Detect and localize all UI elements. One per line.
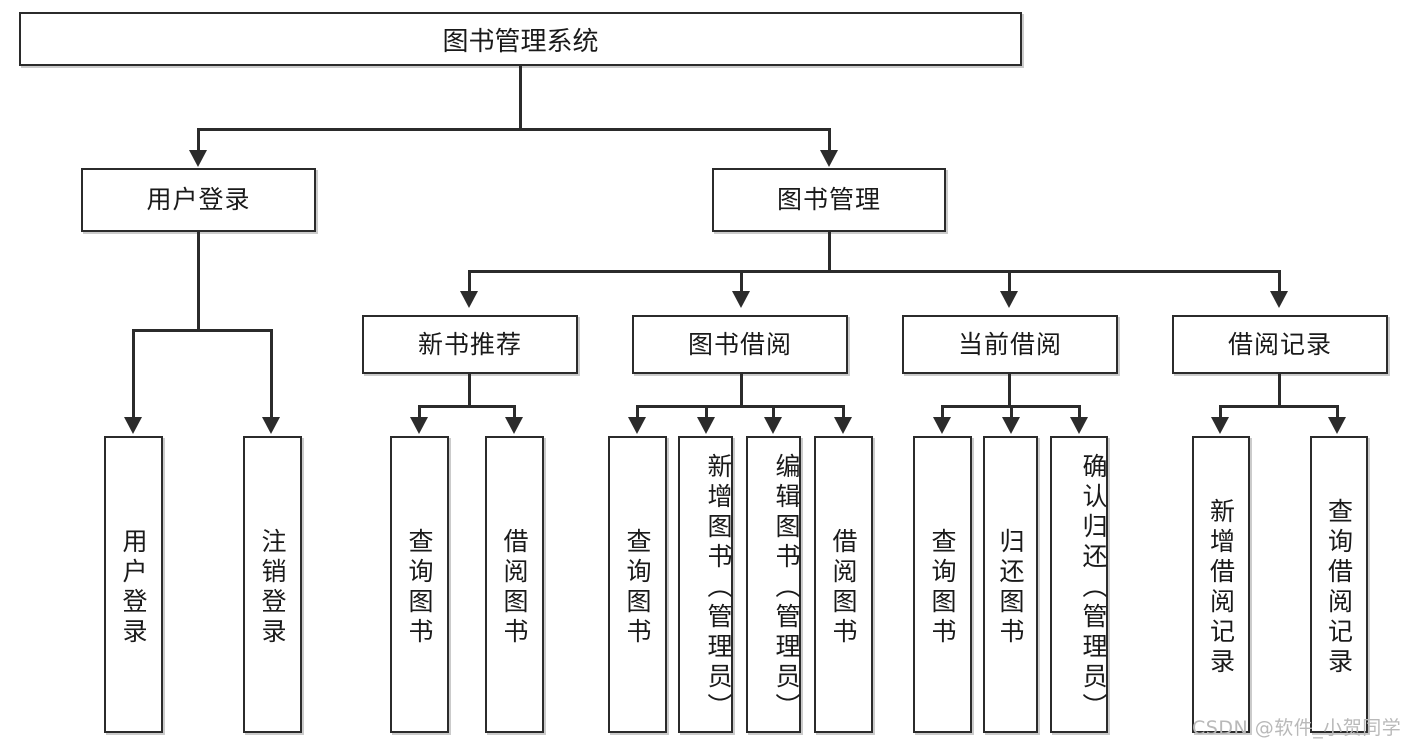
leaf-new-book-query[interactable]: 查询图书: [390, 436, 449, 733]
node-label: 确认归还（管理员）: [1079, 452, 1108, 723]
arrow-current-borrow-leaf3: [1070, 417, 1088, 434]
node-label: 新增借阅记录: [1206, 497, 1236, 678]
node-label: 当前借阅: [957, 329, 1062, 359]
node-label: 查询图书: [405, 527, 434, 648]
edge-new-book-leaf2: [513, 405, 516, 419]
edge-borrow-record-leaf1: [1219, 405, 1222, 419]
edge-book-borrow-leaf4: [842, 405, 845, 419]
arrow-current-borrow-leaf2: [1002, 417, 1020, 434]
edge-to-book-borrow: [740, 270, 743, 293]
leaf-borrow-record-add[interactable]: 新增借阅记录: [1192, 436, 1250, 733]
edge-to-new-book: [468, 270, 471, 293]
node-label: 查询图书: [928, 527, 957, 648]
leaf-current-borrow-query[interactable]: 查询图书: [913, 436, 972, 733]
arrow-to-current-borrow: [1000, 291, 1018, 308]
edge-borrow-record-leaf2: [1336, 405, 1339, 419]
arrow-book-borrow-leaf3: [764, 417, 782, 434]
edge-user-login-leaf2: [270, 329, 273, 419]
node-label: 用户登录: [119, 527, 148, 648]
node-label: 借阅图书: [500, 527, 529, 648]
edge-to-user-login: [197, 128, 200, 153]
node-book-management[interactable]: 图书管理: [712, 168, 946, 232]
edge-book-borrow-leaf1: [636, 405, 639, 419]
node-current-borrow[interactable]: 当前借阅: [902, 315, 1118, 374]
node-label: 借阅记录: [1227, 329, 1332, 359]
leaf-current-borrow-return[interactable]: 归还图书: [983, 436, 1038, 733]
arrow-current-borrow-leaf1: [933, 417, 951, 434]
leaf-book-borrow-borrow[interactable]: 借阅图书: [814, 436, 873, 733]
edge-level3-bar: [468, 270, 1280, 273]
edge-new-book-leaf1: [418, 405, 421, 419]
edge-current-borrow-down: [1008, 374, 1011, 407]
edge-borrow-record-down: [1278, 374, 1281, 407]
leaf-current-borrow-confirm[interactable]: 确认归还（管理员）: [1050, 436, 1108, 733]
node-label: 图书借阅: [687, 329, 792, 359]
edge-level2-bar: [197, 128, 831, 131]
node-label: 新书推荐: [417, 329, 522, 359]
edge-to-book-mgmt: [828, 128, 831, 153]
leaf-book-borrow-add[interactable]: 新增图书（管理员）: [678, 436, 733, 733]
node-user-login[interactable]: 用户登录: [81, 168, 316, 232]
arrow-user-login-leaf1: [124, 417, 142, 434]
leaf-book-borrow-query[interactable]: 查询图书: [608, 436, 667, 733]
arrow-book-borrow-leaf4: [834, 417, 852, 434]
edge-book-borrow-down: [740, 374, 743, 407]
edge-current-borrow-leaf1: [941, 405, 944, 419]
watermark-text: CSDN @软件_小贺同学: [1192, 717, 1402, 739]
arrow-to-book-borrow: [732, 291, 750, 308]
edge-to-current-borrow: [1008, 270, 1011, 293]
edge-root-down: [519, 66, 522, 130]
leaf-new-book-borrow[interactable]: 借阅图书: [485, 436, 544, 733]
node-label: 图书管理系统: [442, 26, 599, 57]
edge-new-book-bar: [418, 405, 516, 408]
edge-book-mgmt-down: [828, 232, 831, 272]
leaf-user-login-login[interactable]: 用户登录: [104, 436, 163, 733]
edge-borrow-record-bar: [1219, 405, 1339, 408]
leaf-borrow-record-query[interactable]: 查询借阅记录: [1310, 436, 1368, 733]
arrow-to-book-mgmt: [820, 150, 838, 167]
node-borrow-record[interactable]: 借阅记录: [1172, 315, 1388, 374]
edge-user-login-leaf1: [132, 329, 135, 419]
node-label: 注销登录: [258, 527, 287, 648]
arrow-borrow-record-leaf1: [1211, 417, 1229, 434]
edge-user-login-bar: [132, 329, 272, 332]
node-label: 查询借阅记录: [1324, 497, 1354, 678]
node-label: 查询图书: [623, 527, 652, 648]
node-label: 用户登录: [146, 185, 251, 215]
edge-to-borrow-record: [1278, 270, 1281, 293]
edge-user-login-down: [197, 232, 200, 332]
arrow-to-borrow-record: [1270, 291, 1288, 308]
node-label: 借阅图书: [829, 527, 858, 648]
node-book-borrow[interactable]: 图书借阅: [632, 315, 848, 374]
arrow-book-borrow-leaf2: [697, 417, 715, 434]
edge-book-borrow-leaf3: [772, 405, 775, 419]
arrow-new-book-leaf1: [410, 417, 428, 434]
node-root-system[interactable]: 图书管理系统: [19, 12, 1022, 66]
arrow-to-new-book: [460, 291, 478, 308]
node-label: 新增图书（管理员）: [704, 452, 733, 723]
node-label: 编辑图书（管理员）: [772, 452, 801, 723]
arrow-to-user-login: [189, 150, 207, 167]
node-new-book-recommend[interactable]: 新书推荐: [362, 315, 578, 374]
leaf-book-borrow-edit[interactable]: 编辑图书（管理员）: [746, 436, 801, 733]
arrow-book-borrow-leaf1: [628, 417, 646, 434]
node-label: 归还图书: [996, 527, 1025, 648]
arrow-borrow-record-leaf2: [1328, 417, 1346, 434]
arrow-new-book-leaf2: [505, 417, 523, 434]
edge-book-borrow-leaf2: [705, 405, 708, 419]
node-label: 图书管理: [776, 185, 881, 215]
edge-book-borrow-bar: [636, 405, 844, 408]
leaf-user-login-logout[interactable]: 注销登录: [243, 436, 302, 733]
edge-current-borrow-leaf3: [1078, 405, 1081, 419]
arrow-user-login-leaf2: [262, 417, 280, 434]
edge-new-book-down: [468, 374, 471, 407]
edge-current-borrow-leaf2: [1010, 405, 1013, 419]
